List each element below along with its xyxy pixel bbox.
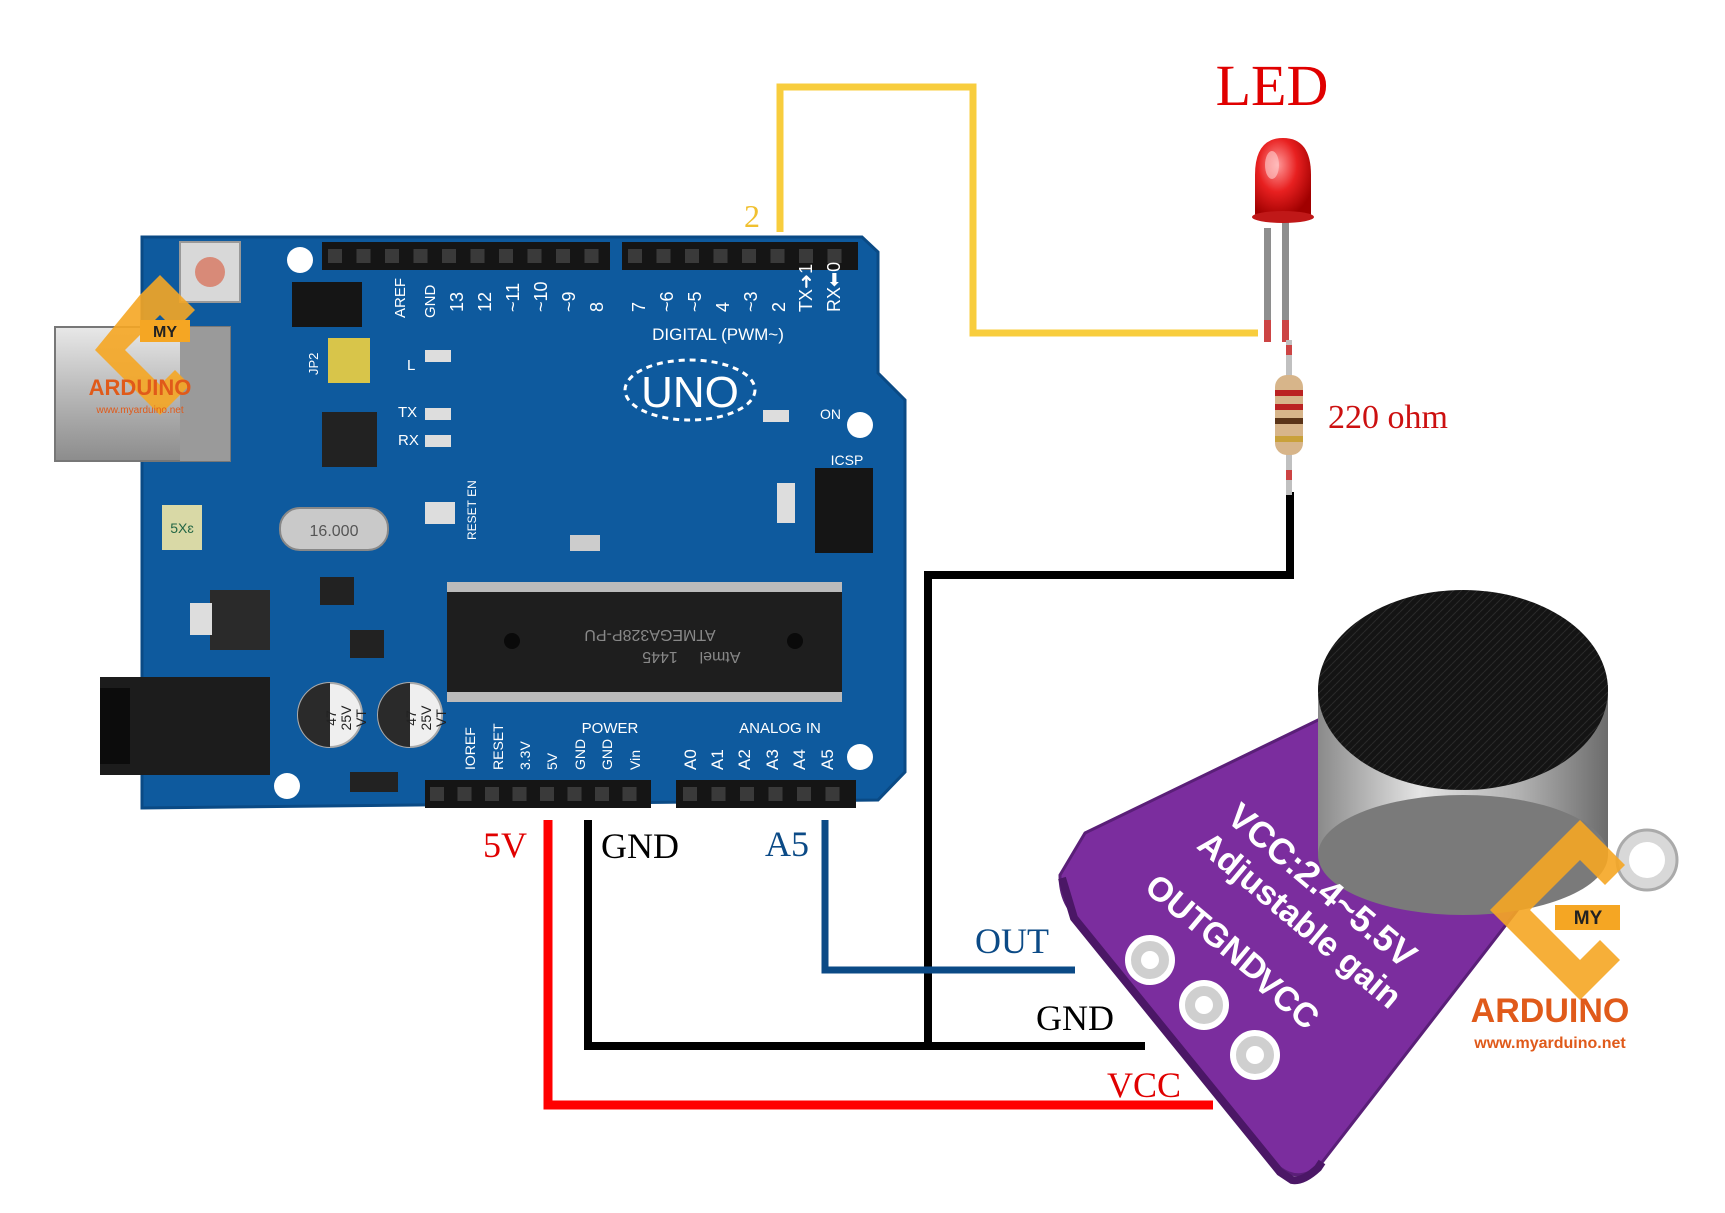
digital-pin-label: ~9 <box>559 291 579 312</box>
power-pin-label: IOREF <box>462 727 478 770</box>
power-wire <box>543 820 1213 1110</box>
power-pin-label: RESET <box>490 723 506 770</box>
led-leg-cathode <box>1282 218 1289 334</box>
chip-text: ATMEGA328P-PU <box>584 626 715 643</box>
chip-date: 1445 <box>642 648 678 665</box>
crystal-label: 16.000 <box>310 523 359 540</box>
analog-pin-label: A4 <box>790 749 809 770</box>
watermark-left: MY ARDUINO www.myarduino.net <box>89 275 195 416</box>
power-pin-label: GND <box>599 739 615 770</box>
icsp-label: ICSP <box>831 452 864 468</box>
resistor-component <box>1275 340 1303 495</box>
digital-pin-label: ~5 <box>685 291 705 312</box>
digital-pin-label: ~10 <box>531 281 551 312</box>
watermark-left-brand: ARDUINO <box>89 375 192 400</box>
resistor-body <box>1275 375 1303 455</box>
pin-label-aref: AREF <box>392 278 409 318</box>
led-component <box>1252 138 1314 342</box>
analog-pin-label: A1 <box>708 749 727 770</box>
digital-pin-label: ~3 <box>741 291 761 312</box>
analog-pin-label: A2 <box>735 749 754 770</box>
on-led-label: ON <box>820 406 841 422</box>
rx-led-label: RX <box>398 432 419 449</box>
resistor-label: 220 ohm <box>1328 399 1448 436</box>
fuse-label: 5Xɛ <box>170 520 194 536</box>
led-ground-wire <box>924 492 1294 1046</box>
capacitor-label: 47 <box>323 710 339 726</box>
capacitor-label: 47 <box>403 710 419 726</box>
jp2-label: JP2 <box>306 353 321 375</box>
uno-logo: UNO <box>641 368 739 417</box>
ground-wire <box>584 820 1145 1050</box>
led-leg-anode <box>1264 228 1271 334</box>
digital-pin-label: ~11 <box>503 283 523 312</box>
capacitor-label: VT <box>353 709 369 727</box>
power-pin-label: 5V <box>544 752 560 770</box>
analog-wire <box>821 820 1075 974</box>
power-pin-label: GND <box>572 739 588 770</box>
l-led-label: L <box>407 357 415 374</box>
digital-pin-label: 2 <box>769 302 789 312</box>
module-out-label: OUT <box>975 921 1049 961</box>
digital-pin-label: RX⬅0 <box>824 262 844 312</box>
led-body <box>1255 138 1311 215</box>
digital-pin-label: 4 <box>713 302 733 312</box>
digital-pin-label: 12 <box>475 292 495 312</box>
pin-label-gnd: GND <box>422 285 439 319</box>
led-title: LED <box>1216 53 1329 118</box>
watermark-right-brand: ARDUINO <box>1471 992 1630 1030</box>
pin-gnd-label: GND <box>601 826 679 866</box>
tx-led-label: TX <box>398 404 417 421</box>
watermark-right-site: www.myarduino.net <box>1473 1035 1626 1052</box>
icsp-header <box>815 468 873 553</box>
power-pin-label: Vin <box>627 750 643 770</box>
digital-pin-label: ~6 <box>657 291 677 312</box>
power-header-label: POWER <box>582 720 639 737</box>
pin-5v-label: 5V <box>483 825 527 865</box>
watermark-left-my: MY <box>153 324 177 341</box>
analog-pin-label: A0 <box>681 749 700 770</box>
capacitor-label: 25V <box>338 705 354 731</box>
signal-wire <box>776 83 1258 337</box>
digital-pin-label: 7 <box>629 302 649 312</box>
module-vcc-label: VCC <box>1107 1065 1181 1105</box>
connection-labels: LED 220 ohm 2 5V GND A5 OUT GND VCC <box>483 53 1448 1105</box>
reset-en-label: RESET EN <box>465 480 479 540</box>
pin2-label: 2 <box>744 198 760 234</box>
digital-pin-label: 13 <box>447 292 467 312</box>
microphone-felt <box>1318 590 1608 790</box>
watermark-right-my: MY <box>1574 908 1603 929</box>
pin-a5-label: A5 <box>765 824 809 864</box>
watermark-left-site: www.myarduino.net <box>95 405 183 416</box>
watermark-right: MY ARDUINO www.myarduino.net <box>1471 820 1630 1052</box>
capacitor-label: VT <box>433 709 449 727</box>
wires <box>543 83 1294 1110</box>
analog-header-label: ANALOG IN <box>739 720 821 737</box>
power-pin-label: 3.3V <box>517 741 533 770</box>
analog-pin-label: A3 <box>763 749 782 770</box>
capacitor-label: 25V <box>418 705 434 731</box>
module-gnd-label: GND <box>1036 998 1114 1038</box>
chip-brand: Atmel <box>700 648 741 665</box>
digital-pin-label: 8 <box>587 302 607 312</box>
analog-pin-label: A5 <box>818 749 837 770</box>
digital-header-label: DIGITAL (PWM~) <box>652 325 784 344</box>
digital-pin-label: TX➜1 <box>796 264 816 312</box>
